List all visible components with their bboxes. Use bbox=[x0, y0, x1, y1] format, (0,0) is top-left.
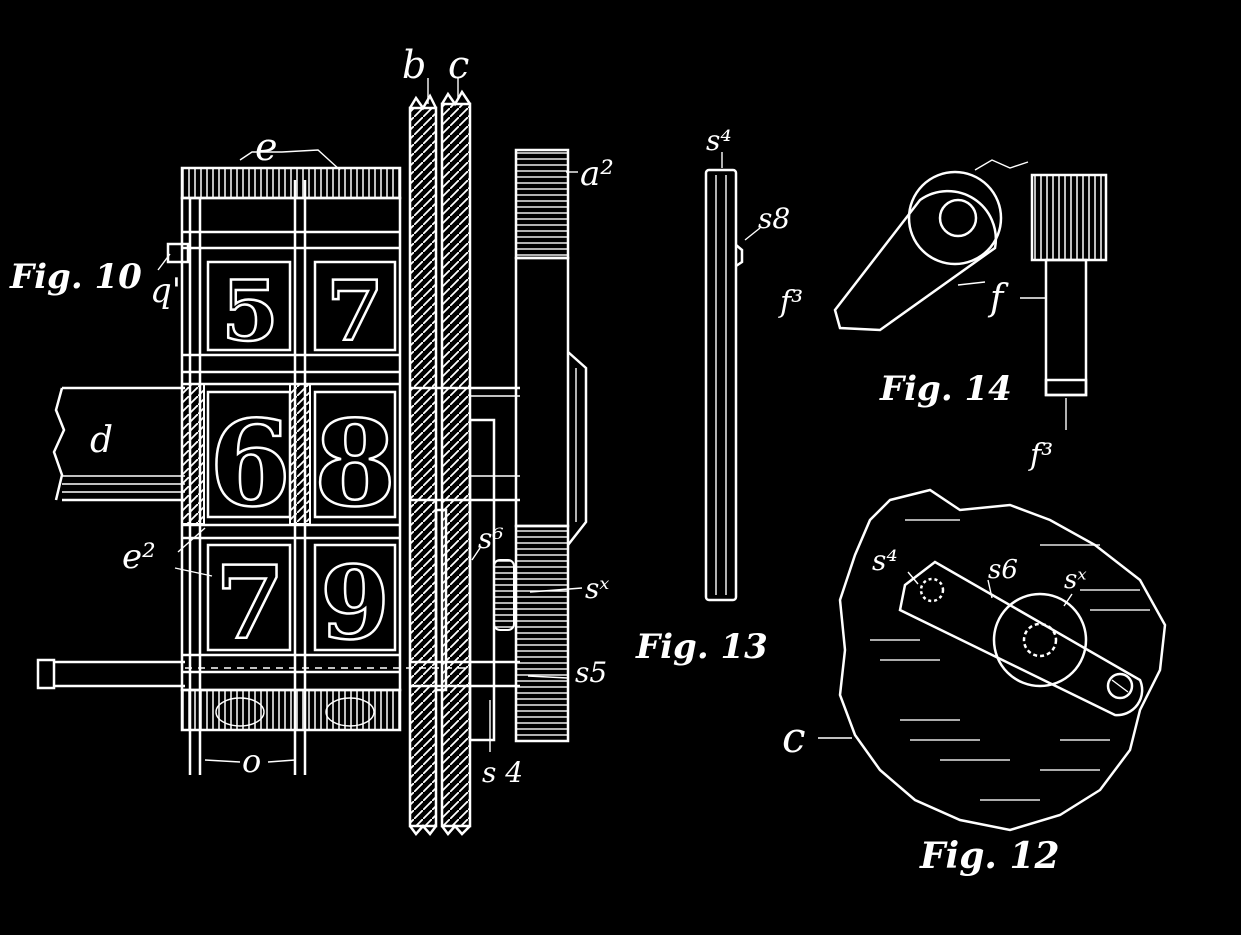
figure-label-fig10: Fig. 10 bbox=[9, 257, 142, 297]
figure-label-fig13: Fig. 13 bbox=[635, 627, 768, 667]
wheel-digit: 8 bbox=[314, 394, 396, 533]
label-d: d bbox=[90, 420, 113, 461]
plate-c bbox=[440, 89, 472, 836]
label-s6-fig12: s6 bbox=[988, 555, 1018, 585]
label-c-fig12: c bbox=[782, 713, 806, 762]
wheel-digit: 7 bbox=[326, 264, 383, 360]
label-e2: e² bbox=[122, 537, 156, 577]
label-s8: s8 bbox=[758, 202, 790, 235]
label-s4-fig12: s⁴ bbox=[872, 544, 898, 577]
label-f: f bbox=[987, 278, 1009, 319]
fig12-disc bbox=[818, 488, 1167, 832]
label-c-top: c bbox=[448, 43, 469, 87]
fig14-lever bbox=[833, 159, 1108, 430]
label-b: b bbox=[402, 43, 426, 87]
label-s4-left: s 4 bbox=[482, 756, 523, 789]
fig10-assembly: 5 7 6 8 7 9 bbox=[36, 89, 588, 836]
wheel-digit: 6 bbox=[209, 394, 291, 533]
fig13-rod bbox=[704, 152, 761, 602]
label-f3-bottom: f³ bbox=[1028, 438, 1053, 473]
label-sx-left: sˣ bbox=[585, 572, 609, 605]
label-f3-left: f³ bbox=[778, 285, 803, 320]
figure-label-fig14: Fig. 14 bbox=[879, 369, 1012, 409]
label-sx-fig12: sˣ bbox=[1064, 565, 1087, 595]
wheel-digit: 7 bbox=[215, 544, 285, 662]
wheel-digit: 5 bbox=[221, 264, 278, 360]
label-s4-fig13: s⁴ bbox=[706, 124, 732, 157]
label-q1: q' bbox=[150, 271, 181, 311]
label-o: o bbox=[242, 742, 261, 780]
fig10-leaders bbox=[157, 78, 583, 763]
figure-label-fig12: Fig. 12 bbox=[919, 835, 1060, 877]
label-s5: s5 bbox=[575, 656, 607, 689]
label-e-top: e bbox=[255, 125, 278, 169]
label-a2: a² bbox=[580, 154, 614, 194]
label-s6-left: s⁶ bbox=[478, 522, 504, 555]
wheel-digit: 9 bbox=[320, 544, 390, 662]
gear-a2 bbox=[514, 148, 588, 743]
plate-b bbox=[408, 93, 438, 836]
